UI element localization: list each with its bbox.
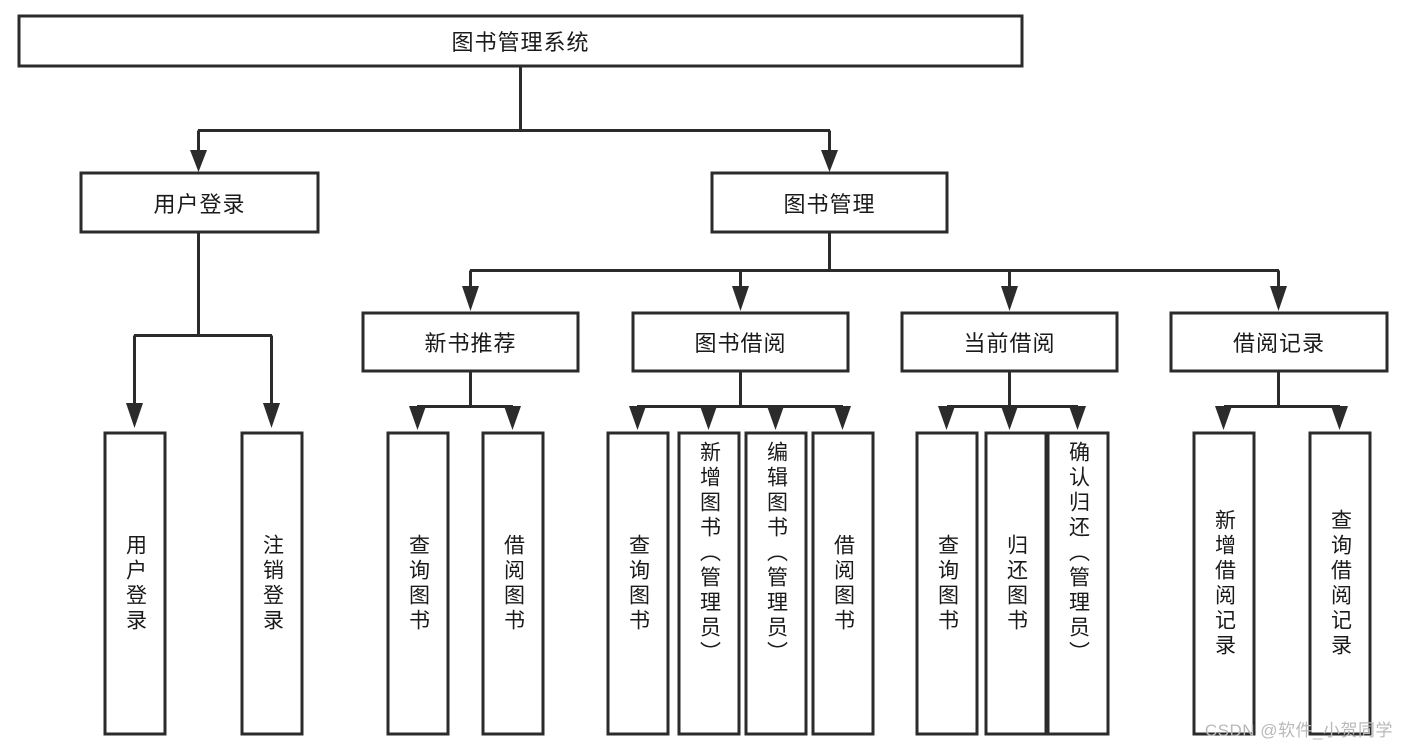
arrowhead-borrow-record — [1270, 286, 1287, 311]
node-box-leaf-return-book[interactable] — [984, 431, 1048, 736]
box-layer — [17, 14, 1389, 736]
node-box-book-management[interactable] — [710, 171, 949, 234]
arrowhead-book-borrow — [732, 286, 749, 311]
arrowhead-leaf-logout — [263, 403, 280, 428]
arrowhead-borrowrecord-leaf-2 — [1331, 406, 1348, 430]
node-box-leaf-add-book-admin[interactable] — [677, 431, 741, 736]
node-box-leaf-borrow-book-2[interactable] — [811, 431, 875, 736]
node-box-leaf-logout[interactable] — [240, 431, 304, 736]
arrowhead-bookborrow-leaf-4 — [834, 406, 851, 430]
node-box-leaf-edit-book-admin[interactable] — [744, 431, 808, 736]
node-box-new-book-recommend[interactable] — [361, 311, 580, 373]
arrowhead-leaf-user-login — [126, 403, 143, 428]
arrowhead-newbook-leaf-1 — [409, 406, 426, 430]
watermark-text: CSDN @软件_小贺同学 — [1204, 721, 1393, 740]
arrowhead-borrowrecord-leaf-1 — [1215, 406, 1232, 430]
arrowhead-user-login — [190, 150, 207, 172]
arrowhead-book-mgmt — [821, 150, 838, 172]
node-box-leaf-add-borrow-record[interactable] — [1192, 431, 1256, 736]
arrowhead-newbook-leaf-2 — [504, 406, 521, 430]
arrowhead-currentborrow-leaf-2 — [1001, 406, 1018, 430]
node-box-leaf-query-book-3[interactable] — [915, 431, 979, 736]
node-box-leaf-confirm-return-admin[interactable] — [1046, 431, 1110, 736]
node-box-borrow-record[interactable] — [1169, 311, 1389, 373]
node-box-root[interactable] — [17, 14, 1024, 68]
arrowhead-bookborrow-leaf-2 — [700, 406, 717, 430]
arrowhead-currentborrow-leaf-1 — [938, 406, 955, 430]
arrowhead-bookborrow-leaf-3 — [767, 406, 784, 430]
node-box-leaf-query-book-1[interactable] — [386, 431, 450, 736]
arrowhead-current-borrow — [1001, 286, 1018, 311]
node-box-leaf-borrow-book-1[interactable] — [481, 431, 545, 736]
node-box-leaf-user-login[interactable] — [103, 431, 167, 736]
arrowhead-bookborrow-leaf-1 — [629, 406, 646, 430]
node-box-user-login[interactable] — [79, 171, 320, 234]
arrowhead-new-book-rec — [462, 286, 479, 311]
arrowhead-currentborrow-leaf-3 — [1069, 406, 1086, 430]
node-box-leaf-query-book-2[interactable] — [606, 431, 670, 736]
node-box-leaf-query-borrow-record[interactable] — [1308, 431, 1372, 736]
node-box-current-borrow[interactable] — [900, 311, 1119, 373]
node-box-book-borrow[interactable] — [631, 311, 850, 373]
connector-layer — [126, 66, 1348, 430]
